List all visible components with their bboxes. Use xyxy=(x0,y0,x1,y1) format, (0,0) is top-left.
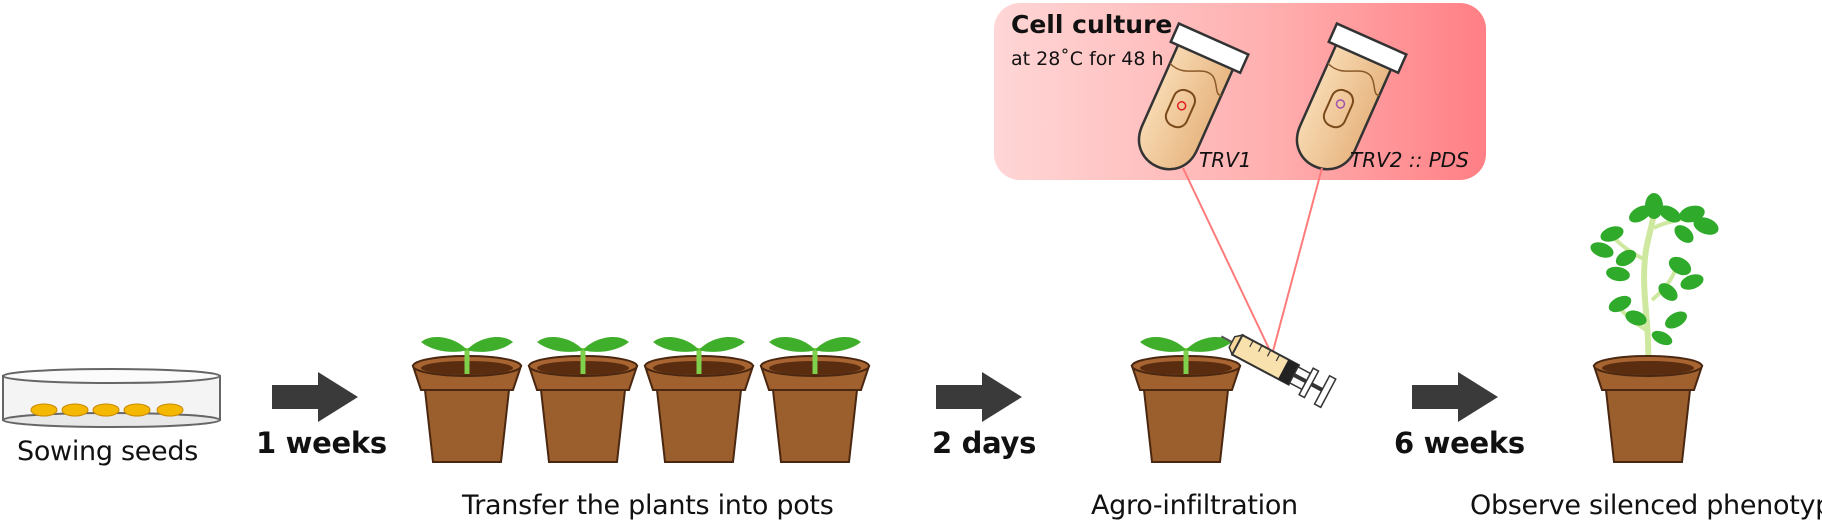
seeds xyxy=(30,403,184,417)
cell-culture-condition: at 28˚C for 48 h xyxy=(1011,48,1164,70)
syringe-icon xyxy=(1220,333,1337,409)
pot-4 xyxy=(760,337,870,463)
pot-1 xyxy=(412,337,522,463)
silenced-plant xyxy=(1590,193,1719,367)
step-label-transfer: Transfer the plants into pots xyxy=(462,490,834,521)
culture-tube-trv2-pds xyxy=(1295,21,1408,171)
pot-2 xyxy=(528,337,638,463)
tube-label-trv2-pds: TRV2 :: PDS xyxy=(1350,148,1469,172)
interval-label-2: 2 days xyxy=(932,426,1037,460)
petri-dish xyxy=(2,368,221,428)
arrow-1 xyxy=(272,372,358,422)
step-label-observe: Observe silenced phenotype xyxy=(1470,490,1822,521)
infiltrated-pot xyxy=(1131,337,1241,463)
culture-tube-trv1 xyxy=(1137,21,1250,171)
tube-label-trv1: TRV1 xyxy=(1199,148,1252,172)
pot-3 xyxy=(644,337,754,463)
connector-line-trv1 xyxy=(1182,167,1273,356)
transferred-pots xyxy=(412,337,870,463)
interval-label-1: 1 weeks xyxy=(256,426,387,460)
step-label-sowing: Sowing seeds xyxy=(17,436,198,467)
arrow-2 xyxy=(936,372,1022,422)
cell-culture-title: Cell culture xyxy=(1011,10,1173,39)
arrow-3 xyxy=(1412,372,1498,422)
phenotype-pot xyxy=(1593,355,1703,463)
interval-label-3: 6 weeks xyxy=(1394,426,1525,460)
step-label-agro: Agro-infiltration xyxy=(1091,490,1298,521)
connector-line-trv2 xyxy=(1271,167,1323,356)
